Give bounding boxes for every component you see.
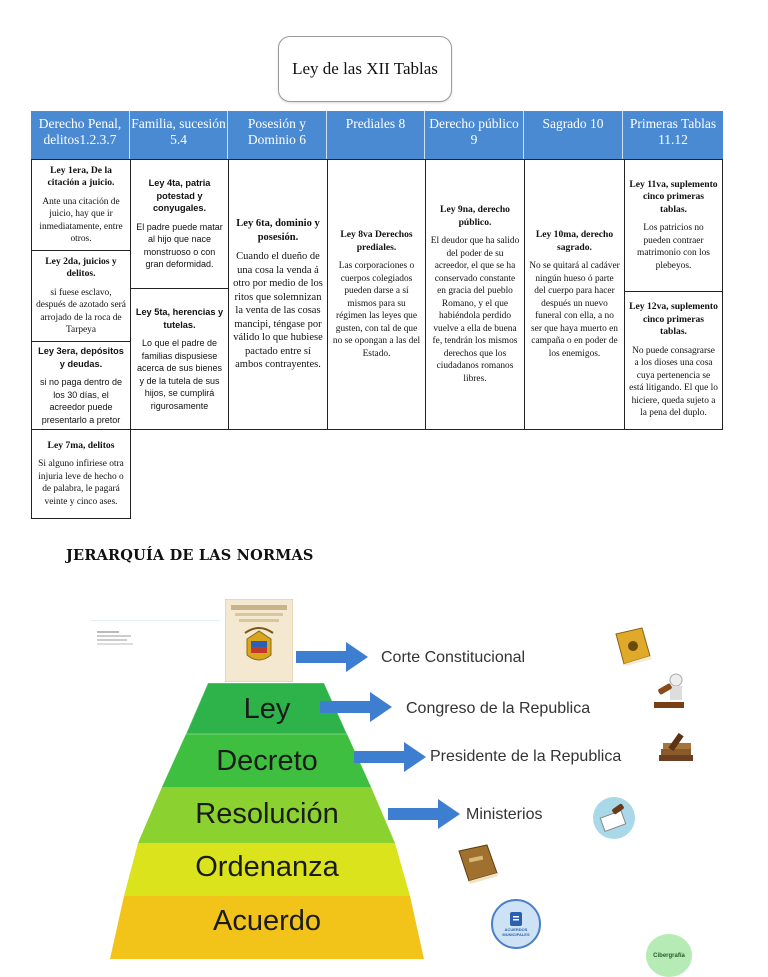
ley9-cell: Ley 9na, derecho público. El deudor que … [425, 159, 525, 430]
page-title: Ley de las XII Tablas [278, 36, 452, 102]
cell-title: Ley 8va Derechos prediales. [340, 229, 413, 253]
level-ordenanza: Ordenanza [195, 851, 339, 883]
cell-title: Ley 2da, juicios y delitos. [45, 255, 117, 280]
ley2-cell: Ley 2da, juicios y delitos. si fuese esc… [31, 250, 131, 342]
xii-tables: Derecho Penal, delitos1.2.3.7 Familia, s… [31, 111, 723, 159]
judge-gavel-icon [654, 673, 684, 708]
arrow-right-icon [296, 642, 368, 672]
law-book-icon [615, 627, 652, 666]
ley10-cell: Ley 10ma, derecho sagrado. No se quitará… [524, 159, 625, 430]
gavel-badge-icon [593, 797, 635, 839]
column-header: Primeras Tablas 11.12 [623, 111, 723, 159]
acuerdos-badge-label: ACUERDOS MUNICIPALES [502, 927, 530, 937]
column-header: Familia, sucesión 5.4 [130, 111, 228, 159]
acuerdos-badge: ACUERDOS MUNICIPALES [491, 899, 541, 949]
cell-body: No puede consagrarse a los dioses una co… [629, 345, 718, 419]
level-ley: Ley [243, 693, 291, 725]
ley12-cell: Ley 12va, suplemento cinco primeras tabl… [624, 291, 723, 430]
column-header: Posesión y Dominio 6 [228, 111, 327, 159]
authority-congreso: Congreso de la Republica [406, 700, 591, 717]
cell-body: No se quitará al cadáver ningún hueso ó … [529, 261, 620, 359]
column-header: Derecho Penal, delitos1.2.3.7 [31, 111, 130, 159]
column-header: Derecho público 9 [425, 111, 524, 159]
pyramid-level-decreto [162, 734, 371, 787]
cell-body: Cuando el dueño de una cosa la venda á o… [233, 251, 323, 371]
pyramid-level-acuerdo [110, 896, 424, 959]
authority-ministerios: Ministerios [466, 806, 543, 823]
table-header: Derecho Penal, delitos1.2.3.7 Familia, s… [31, 111, 723, 159]
cell-body: El padre puede matar al hijo que nace mo… [136, 221, 223, 270]
cell-title: Ley 5ta, herencias y tutelas. [135, 307, 224, 330]
column-header: Sagrado 10 [524, 111, 623, 159]
norms-pyramid [110, 683, 424, 959]
ley11-cell: Ley 11va, suplemento cinco primeras tabl… [624, 159, 723, 292]
notebook-icon [458, 844, 498, 884]
divider [90, 620, 220, 621]
arrow-right-icon [388, 799, 460, 829]
cibergrafia-label: Cibergrafía [653, 952, 685, 959]
cell-title: Ley 7ma, delitos [47, 439, 115, 451]
cell-body: Lo que el padre de familias dispusiese a… [136, 338, 223, 411]
cell-body: Si alguno infiriese otra injuria leve de… [38, 459, 124, 507]
column-header: Prediales 8 [327, 111, 425, 159]
pyramid-level-resolucion [138, 787, 395, 843]
arrow-right-icon [354, 742, 426, 772]
level-resolucion: Resolución [195, 798, 339, 830]
cell-title: Ley 12va, suplemento cinco primeras tabl… [629, 301, 718, 338]
cell-title: Ley 1era, De la citación a juicio. [47, 164, 115, 189]
cell-body: Los patricios no pueden contraer matrimo… [637, 223, 710, 271]
hierarchy-heading: JERARQUÍA DE LAS NORMAS [66, 547, 314, 564]
pyramid-level-ordenanza [124, 843, 410, 896]
cell-body: Las corporaciones o cuerpos colegiados p… [332, 261, 421, 359]
cibergrafia-badge[interactable]: Cibergrafía [646, 934, 692, 977]
ley6-cell: Ley 6ta, dominio y posesión. Cuando el d… [228, 159, 328, 430]
ley3-cell: Ley 3era, depósitos y deudas. si no paga… [31, 341, 131, 430]
ley4-cell: Ley 4ta, patria potestad y conyugales. E… [130, 159, 229, 289]
cell-body: si no paga dentro de los 30 días, el acr… [39, 377, 123, 425]
ley1-cell: Ley 1era, De la citación a juicio. Ante … [31, 159, 131, 251]
small-note [97, 631, 147, 645]
cell-title: Ley 3era, depósitos y deudas. [38, 346, 124, 369]
document-icon [510, 912, 522, 926]
cell-title: Ley 10ma, derecho sagrado. [535, 229, 614, 253]
cell-body: El deudor que ha salido del poder de su … [430, 236, 520, 384]
authority-corte: Corte Constitucional [381, 649, 526, 666]
pyramid-level-ley [186, 683, 347, 734]
cell-body: Ante una citación de juicio, hay que ir … [39, 196, 123, 245]
ley8-cell: Ley 8va Derechos prediales. Las corporac… [327, 159, 426, 430]
level-decreto: Decreto [216, 745, 318, 777]
arrow-right-icon [320, 692, 392, 722]
constitution-book-icon [225, 599, 293, 682]
cell-title: Ley 9na, derecho público. [440, 204, 510, 228]
ley5-cell: Ley 5ta, herencias y tutelas. Lo que el … [130, 288, 229, 430]
authority-presidente: Presidente de la Republica [430, 748, 622, 765]
cell-body: si fuese esclavo, después de azotado ser… [36, 287, 126, 336]
ley7-cell: Ley 7ma, delitos Si alguno infiriese otr… [31, 429, 131, 519]
cell-title: Ley 11va, suplemento cinco primeras tabl… [629, 178, 718, 215]
pyramid-labels: Ley Decreto Resolución Ordenanza Acuerdo [110, 683, 424, 959]
cell-title: Ley 6ta, dominio y posesión. [236, 218, 320, 243]
cell-title: Ley 4ta, patria potestad y conyugales. [148, 178, 211, 214]
level-acuerdo: Acuerdo [212, 905, 321, 937]
books-gavel-icon [659, 733, 693, 761]
